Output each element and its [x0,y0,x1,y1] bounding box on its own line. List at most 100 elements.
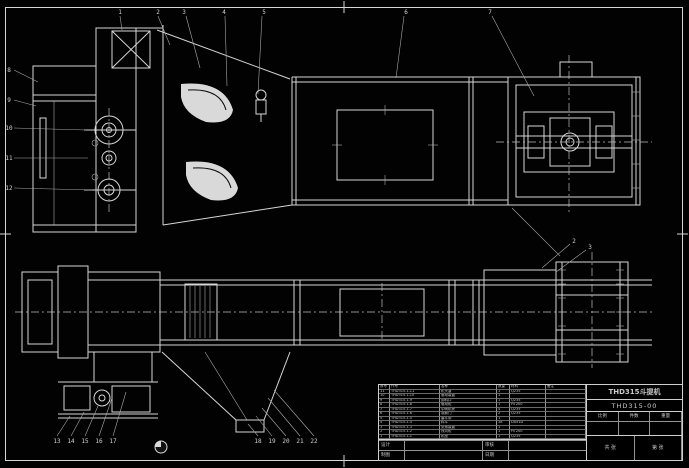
table-cell-name: 机头罩 [440,389,497,394]
callout-number: 10 [5,125,13,132]
info-values [587,422,682,437]
table-cell-material [510,425,546,430]
table-cell-name: 畚斗带 [440,416,497,421]
sig-cell: 设计 [379,440,405,450]
elevation-view [32,25,652,257]
table-cell-qty: 1 [497,389,510,394]
callout-number: 1 [118,9,122,16]
callout-number: 11 [5,155,13,162]
header-cell: 数量 [497,385,510,390]
table-cell-partno: THD315.1-1 [390,434,440,439]
callout-number: 7 [488,9,492,16]
table-cell-name: 机座 [440,434,497,439]
callout-number: 5 [262,9,266,16]
table-cell-remark [546,430,586,435]
callout-leaders [13,15,587,437]
table-row: 11 THD315.1-11 机头罩 1 Q235 [379,389,586,394]
table-cell-qty: 2 [497,412,510,417]
callout-number: 20 [282,438,290,445]
callout-numbers: 1 2 3 4 5 6 7 8 9 10 11 12 2 3 13 14 15 … [5,9,592,445]
callout-number: 19 [268,438,276,445]
table-cell-qty: 1 [497,403,510,408]
parts-list: 序号 代号 名称 数量 材料 备注 11 THD315.1-11 机头罩 1 Q… [378,384,586,440]
table-cell-material [510,394,546,399]
table-cell-remark [546,398,586,403]
table-cell-remark [546,434,586,439]
callout-number: 13 [53,438,61,445]
table-cell-name: 改向轮 [440,430,497,435]
table-cell-item: 1 [379,434,390,439]
parts-list-header: 序号 代号 名称 数量 材料 备注 [379,385,586,390]
info-value [650,422,682,436]
header-cell: 代号 [390,385,440,390]
table-cell-item: 7 [379,407,390,412]
table-cell-item: 10 [379,394,390,399]
table-cell-qty: 1 [497,430,510,435]
callout-number: 9 [7,97,11,104]
table-cell-qty: 1 [497,434,510,439]
callout-number: 18 [254,438,262,445]
table-cell-material: Q235 [510,407,546,412]
table-cell-qty: 1 [497,425,510,430]
table-row: 5 THD315.1-5 畚斗带 1 [379,416,586,421]
table-cell-partno: THD315.1-7 [390,407,440,412]
table-cell-item: 11 [379,389,390,394]
info-label: 件数 [618,412,651,423]
table-row: 8 THD315.1-8 驱动轮 1 HT200 [379,403,586,408]
table-cell-material: Q235 [510,412,546,417]
table-row: 2 THD315.1-2 改向轮 1 HT200 [379,430,586,435]
sig-cell [509,440,587,450]
table-cell-item: 9 [379,398,390,403]
table-row: 4 THD315.1-4 料斗 38 DX51D [379,421,586,426]
drawing-number: THD315-00 [587,400,682,413]
table-cell-qty: 1 [497,398,510,403]
table-cell-partno: THD315.1-4 [390,421,440,426]
table-cell-partno: THD315.1-6 [390,412,440,417]
table-cell-name: 卸料口 [440,398,497,403]
sig-cell: 制图 [379,450,405,460]
callout-number: 21 [296,438,304,445]
table-cell-remark [546,389,586,394]
table-cell-item: 2 [379,430,390,435]
table-cell-name: 驱动装置 [440,394,497,399]
table-cell-material: HT200 [510,403,546,408]
table-cell-remark [546,421,586,426]
drawing-title: THD315斗提机 [587,385,682,400]
table-cell-partno: THD315.1-9 [390,398,440,403]
table-cell-material: Q235 [510,389,546,394]
section-symbol-fill [155,441,161,447]
callout-number: 12 [5,185,13,192]
callout-number: 2 [572,238,576,245]
callout-number: 16 [95,438,103,445]
table-cell-remark [546,425,586,430]
table-cell-partno: THD315.1-8 [390,403,440,408]
callout-number: 2 [156,9,160,16]
info-labels: 比例 件数 重量 [587,412,682,423]
table-cell-qty: 4 [497,407,510,412]
table-cell-material: HT200 [510,430,546,435]
sig-cell [509,450,587,460]
table-cell-item: 3 [379,425,390,430]
table-cell-item: 8 [379,403,390,408]
table-row: 3 THD315.1-3 张紧装置 1 [379,425,586,430]
table-cell-remark [546,394,586,399]
callout-number: 4 [222,9,226,16]
callout-number: 8 [7,67,11,74]
title-block: 序号 代号 名称 数量 材料 备注 11 THD315.1-11 机头罩 1 Q… [378,384,683,461]
table-cell-name: 中间机壳 [440,407,497,412]
callout-number: 3 [182,9,186,16]
sheet-number: 第 张 [635,436,682,461]
signature-block: 设计 审核 制图 日期 [378,440,587,461]
callout-number: 15 [81,438,89,445]
callout-number: 17 [109,438,117,445]
sig-cell [405,440,483,450]
header-cell: 材料 [510,385,546,390]
callout-number: 3 [588,244,592,251]
sig-cell [405,450,483,460]
header-cell: 名称 [440,385,497,390]
info-label: 比例 [587,412,619,423]
table-cell-partno: THD315.1-2 [390,430,440,435]
table-row: 10 THD315.1-10 驱动装置 1 [379,394,586,399]
